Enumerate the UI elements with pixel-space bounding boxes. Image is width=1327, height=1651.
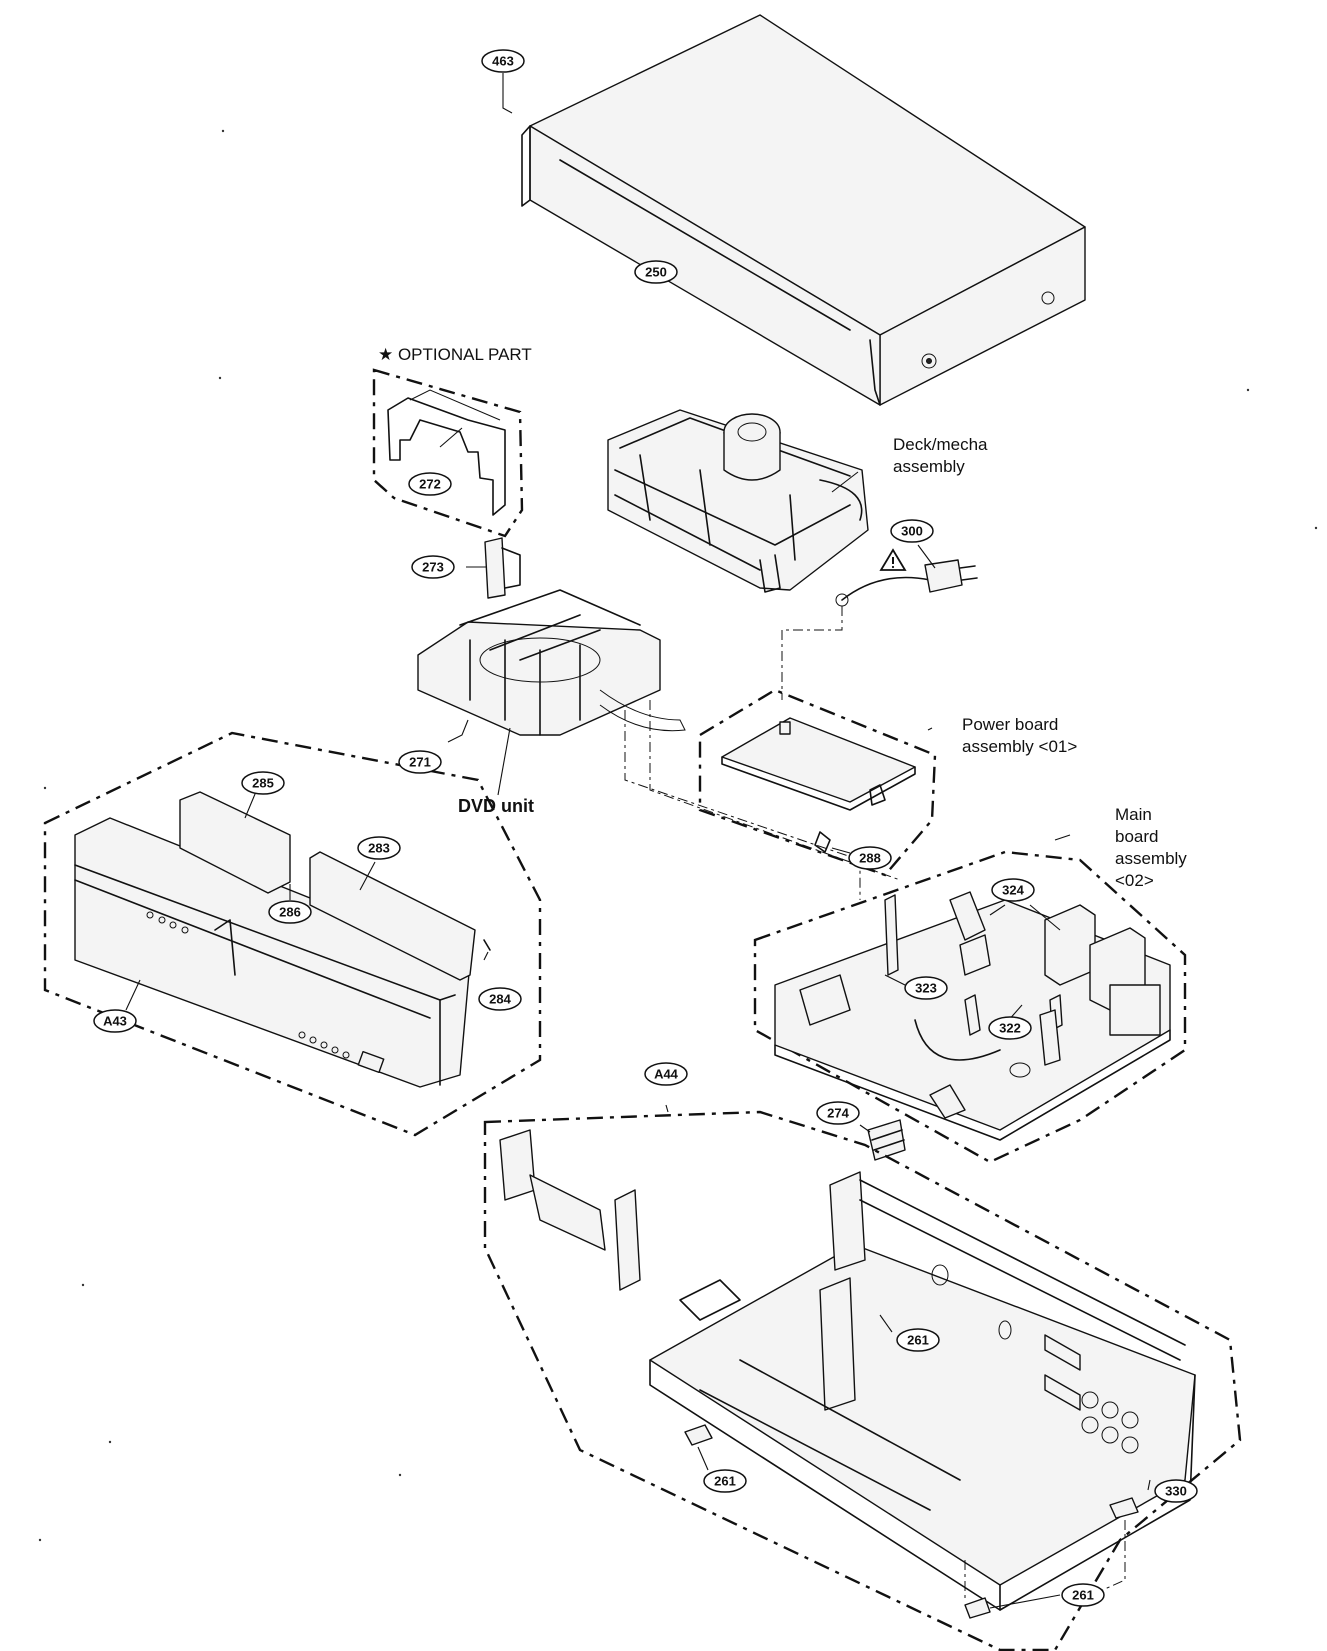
callout-273: 273 [411, 555, 455, 579]
connector-274 [859, 1119, 906, 1161]
scan-specks [38, 129, 1318, 1542]
svg-text:323: 323 [915, 981, 937, 996]
chassis-assembly [483, 1104, 1242, 1651]
callout-261-left: 261 [703, 1469, 747, 1493]
callout-330: 330 [1154, 1479, 1198, 1503]
svg-text:286: 286 [279, 905, 301, 920]
svg-text:A44: A44 [654, 1067, 679, 1082]
main-board-assembly: Main board assembly <02> [753, 805, 1187, 1164]
svg-text:261: 261 [1072, 1588, 1094, 1603]
callout-261-right: 261 [1061, 1583, 1105, 1607]
svg-text:284: 284 [489, 992, 511, 1007]
callout-271: 271 [398, 750, 442, 774]
callout-463: 463 [481, 49, 525, 73]
svg-text:330: 330 [1165, 1484, 1187, 1499]
svg-text:463: 463 [492, 54, 514, 69]
svg-text:261: 261 [714, 1474, 736, 1489]
svg-text:283: 283 [368, 841, 390, 856]
callout-284: 284 [478, 987, 522, 1011]
callout-324: 324 [991, 878, 1035, 902]
power-cord [781, 544, 978, 700]
svg-text:250: 250 [645, 265, 667, 280]
optional-part-label: ★ OPTIONAL PART [378, 345, 532, 364]
svg-text:274: 274 [827, 1106, 849, 1121]
deck-mecha-assembly: Deck/mecha assembly [607, 409, 988, 593]
svg-text:288: 288 [859, 851, 881, 866]
dvd-unit-label: DVD unit [458, 796, 534, 816]
callout-323: 323 [904, 976, 948, 1000]
svg-text:285: 285 [252, 776, 274, 791]
deck-mecha-label-2: assembly [893, 457, 965, 476]
callout-288: 288 [848, 846, 892, 870]
main-board-label-3: assembly [1115, 849, 1187, 868]
callout-322: 322 [988, 1016, 1032, 1040]
svg-text:300: 300 [901, 524, 923, 539]
power-board-label-1: Power board [962, 715, 1058, 734]
power-board-assembly: Power board assembly <01> [698, 688, 1077, 877]
callout-A43: A43 [93, 1009, 137, 1033]
svg-text:271: 271 [409, 755, 431, 770]
callout-272: 272 [408, 472, 452, 496]
callout-283: 283 [357, 836, 401, 860]
svg-text:273: 273 [422, 560, 444, 575]
svg-text:324: 324 [1002, 883, 1024, 898]
callout-300: 300 [890, 519, 934, 543]
callout-274: 274 [816, 1101, 860, 1125]
optional-part-group: ★ OPTIONAL PART [372, 345, 532, 538]
main-board-label-4: <02> [1115, 871, 1154, 890]
svg-text:272: 272 [419, 477, 441, 492]
top-cover [502, 14, 1086, 406]
svg-text:261: 261 [907, 1333, 929, 1348]
callout-A44: A44 [644, 1062, 688, 1086]
callout-286: 286 [268, 900, 312, 924]
callout-261-center: 261 [896, 1328, 940, 1352]
svg-text:A43: A43 [103, 1014, 127, 1029]
callout-285: 285 [241, 771, 285, 795]
svg-text:322: 322 [999, 1021, 1021, 1036]
callout-250: 250 [634, 260, 678, 284]
bracket-273 [466, 537, 521, 599]
power-board-label-2: assembly <01> [962, 737, 1077, 756]
deck-mecha-label-1: Deck/mecha [893, 435, 988, 454]
front-panel-assembly [43, 731, 542, 1137]
main-board-label-2: board [1115, 827, 1158, 846]
warning-triangle-icon [879, 548, 907, 571]
dvd-unit: DVD unit [417, 589, 901, 900]
main-board-label-1: Main [1115, 805, 1152, 824]
